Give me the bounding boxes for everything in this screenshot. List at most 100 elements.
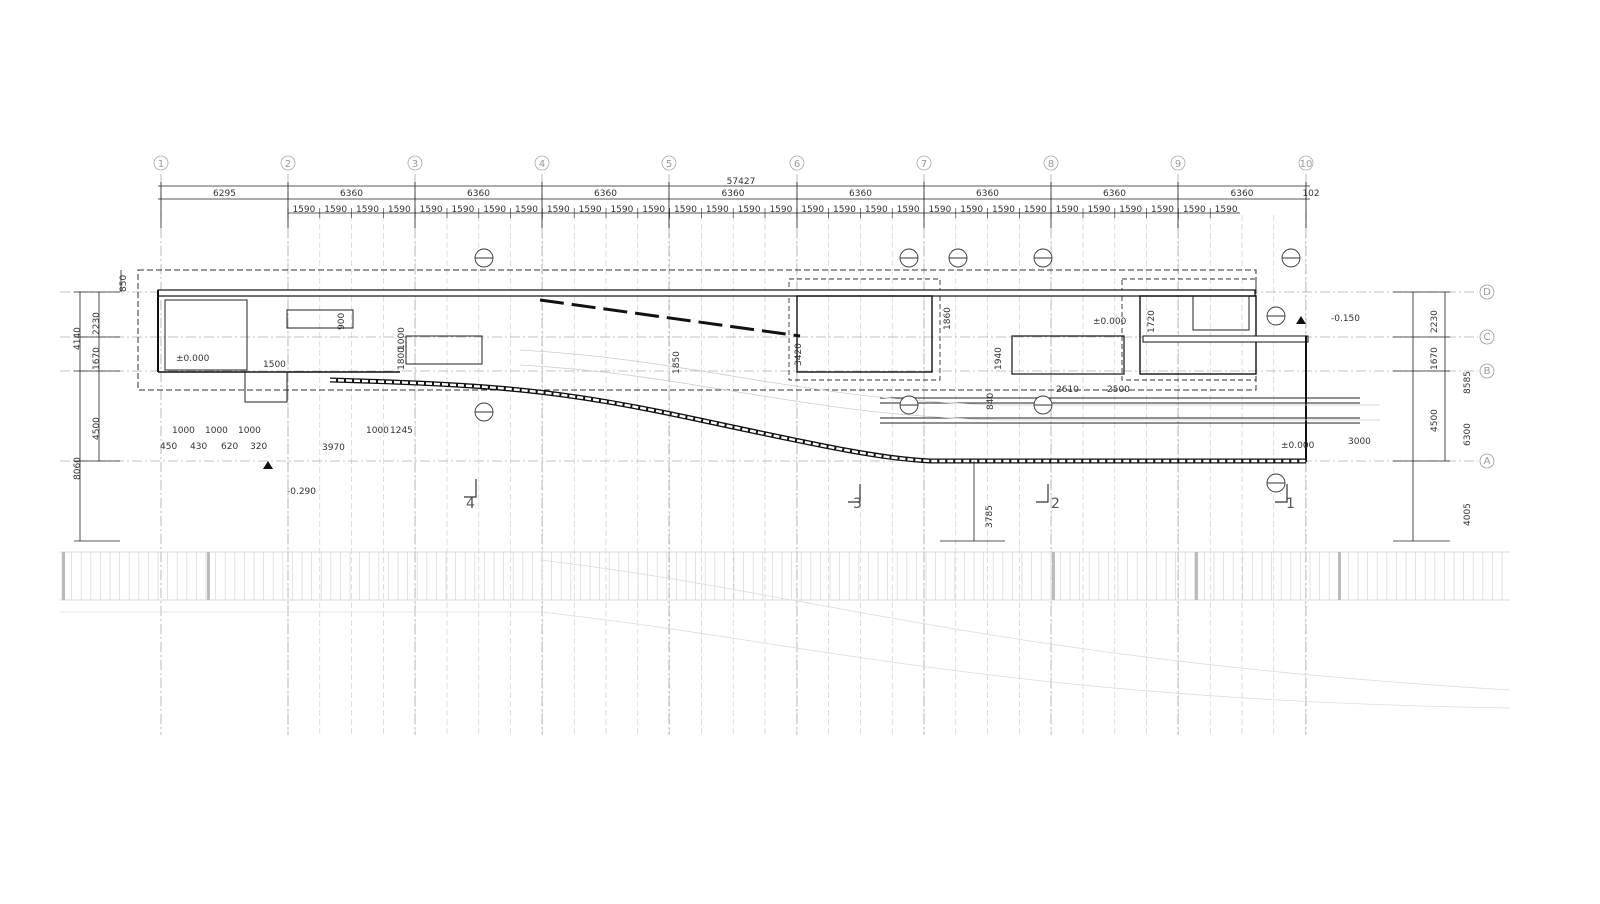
sub-dimension: 1590	[610, 205, 633, 215]
sub-dimension: 1590	[992, 205, 1015, 215]
axis-label: 9	[1175, 159, 1181, 170]
rail-post	[1338, 552, 1341, 600]
dim-bottom: 1000	[366, 426, 389, 436]
dim-bottom: 430	[190, 442, 207, 452]
row-axis-bubble	[1479, 363, 1495, 379]
axis-bubble	[280, 155, 296, 171]
toilet-block	[796, 295, 933, 373]
axis-bubble	[1170, 155, 1186, 171]
section-mark-3: 3	[853, 496, 862, 512]
axis-label: 2	[285, 159, 291, 170]
dim-interior: 1000	[397, 327, 407, 350]
dim-bottom: 450	[160, 442, 177, 452]
axis-bubble	[1043, 155, 1059, 171]
ramp-wall-hatch	[329, 378, 1306, 463]
machine-base	[405, 335, 483, 365]
bay-dimension: 6360	[849, 189, 872, 199]
axis-label: 10	[1300, 159, 1313, 170]
sub-dimension: 1590	[1183, 205, 1206, 215]
row-axis-label: D	[1483, 287, 1491, 298]
dim-interior: 1720	[1147, 310, 1157, 333]
dim-interior: 3420	[794, 343, 804, 366]
sub-dimension: 1590	[706, 205, 729, 215]
dim-right-1670: 1670	[1430, 347, 1440, 370]
row-axis-bubble	[1479, 329, 1495, 345]
counter	[286, 309, 354, 329]
dim-bottom: 620	[221, 442, 238, 452]
dim-left-1670: 1670	[92, 347, 102, 370]
sub-dimension: 1590	[642, 205, 665, 215]
sub-dimension: 1590	[801, 205, 824, 215]
bay-dimension: 6295	[213, 189, 236, 199]
elevation-marker	[1296, 316, 1306, 324]
elevation-label: -0.290	[287, 487, 316, 497]
axis-bubble	[153, 155, 169, 171]
axis-label: 1	[158, 159, 164, 170]
sub-dimension: 1590	[420, 205, 443, 215]
axis-bubble	[789, 155, 805, 171]
ramp-wall	[329, 377, 1306, 464]
axis-bubble	[407, 155, 423, 171]
axis-bubble	[534, 155, 550, 171]
row-axis-label: B	[1484, 366, 1491, 377]
dim-left-4500: 4500	[92, 417, 102, 440]
stair	[244, 371, 288, 403]
axis-label: 6	[794, 159, 800, 170]
axis-label: 5	[666, 159, 672, 170]
dim-left-8060: 8060	[73, 457, 83, 480]
sub-dimension: 1590	[1056, 205, 1079, 215]
axis-bubble	[1298, 155, 1314, 171]
sub-dimension: 1590	[1087, 205, 1110, 215]
bay-dimension: 6360	[467, 189, 490, 199]
dim-interior: 2610	[1056, 385, 1079, 395]
sub-dimension: 1590	[1151, 205, 1174, 215]
dim-interior: 900	[337, 313, 347, 330]
dim-interior: 3000	[1348, 437, 1371, 447]
section-cut-marker	[848, 484, 861, 503]
sub-dimension: 1590	[579, 205, 602, 215]
rail-post	[207, 552, 210, 600]
axis-bubble	[916, 155, 932, 171]
section-cut-marker	[1036, 484, 1049, 503]
sub-dimension: 1590	[356, 205, 379, 215]
row-axis-label: A	[1484, 456, 1491, 467]
dim-right-4005: 4005	[1463, 503, 1473, 526]
sub-dimension: 1590	[515, 205, 538, 215]
dim-bottom: 1245	[390, 426, 413, 436]
curved-track	[60, 611, 1511, 709]
elevation-label: -0.150	[1331, 314, 1360, 324]
sub-dimension: 1590	[897, 205, 920, 215]
axis-label: 7	[921, 159, 927, 170]
bay-dimension: 6360	[340, 189, 363, 199]
dim-left-4140: 4140	[73, 327, 83, 350]
dim-right-4500: 4500	[1430, 409, 1440, 432]
sub-dimension: 1590	[324, 205, 347, 215]
section-mark-2: 2	[1051, 496, 1060, 512]
equipment-room	[1192, 295, 1250, 331]
dim-left-2230: 2230	[92, 312, 102, 335]
dim-interior: 1800	[397, 347, 407, 370]
sub-dimension: 1590	[769, 205, 792, 215]
roof-outline	[137, 269, 1257, 391]
dim-interior: 1500	[263, 360, 286, 370]
sub-dimension: 1590	[547, 205, 570, 215]
dim-bottom: 3970	[322, 443, 345, 453]
dim-bottom: 1000	[205, 426, 228, 436]
bay-dimension: 6360	[976, 189, 999, 199]
curved-track	[539, 559, 1511, 691]
room-outline	[788, 278, 941, 381]
bay-dimension: 6360	[1231, 189, 1254, 199]
bay-dimension: 6360	[1103, 189, 1126, 199]
dim-interior: 1860	[943, 307, 953, 330]
sub-dimension: 1590	[928, 205, 951, 215]
dim-interior: 1850	[672, 351, 682, 374]
upper-diagonal-wall	[539, 298, 801, 338]
axis-bubble	[661, 155, 677, 171]
elevation-label: ±0.000	[176, 354, 210, 364]
east-canopy-edge	[1142, 335, 1309, 343]
dim-right-2230: 2230	[1430, 310, 1440, 333]
elevation-label: ±0.000	[1281, 441, 1315, 451]
bay-dimension: 6360	[594, 189, 617, 199]
sub-dimension: 1590	[738, 205, 761, 215]
